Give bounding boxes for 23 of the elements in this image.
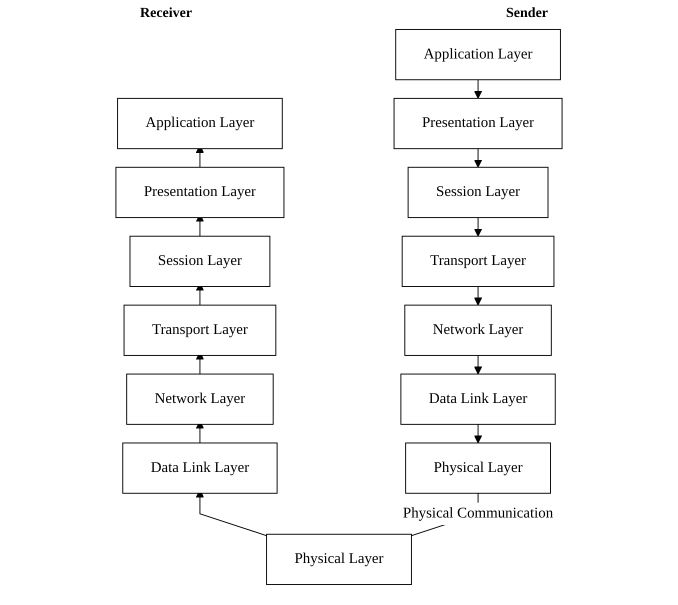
arrow xyxy=(474,424,482,444)
node-box: Data Link Layer xyxy=(122,442,278,494)
node-box: Physical Layer xyxy=(266,534,412,586)
node-box: Application Layer xyxy=(395,28,561,80)
node-box: Application Layer xyxy=(117,98,283,150)
node-box: Transport Layer xyxy=(124,304,276,356)
node-box: Data Link Layer xyxy=(400,374,556,425)
arrow xyxy=(474,354,482,374)
node-box: Physical Layer xyxy=(405,442,551,494)
column-heading: Sender xyxy=(506,6,548,22)
edge-label: Physical Communication xyxy=(402,505,554,522)
node-box: Presentation Layer xyxy=(115,166,284,218)
node-box: Session Layer xyxy=(130,236,270,287)
arrow xyxy=(474,217,482,237)
node-box: Transport Layer xyxy=(402,236,554,287)
node-box: Network Layer xyxy=(126,374,274,425)
arrow xyxy=(474,286,482,306)
node-box: Network Layer xyxy=(404,304,552,356)
arrow xyxy=(474,148,482,168)
node-box: Presentation Layer xyxy=(394,98,563,150)
arrow xyxy=(474,79,482,99)
node-box: Session Layer xyxy=(408,166,548,218)
column-heading: Receiver xyxy=(140,6,192,22)
